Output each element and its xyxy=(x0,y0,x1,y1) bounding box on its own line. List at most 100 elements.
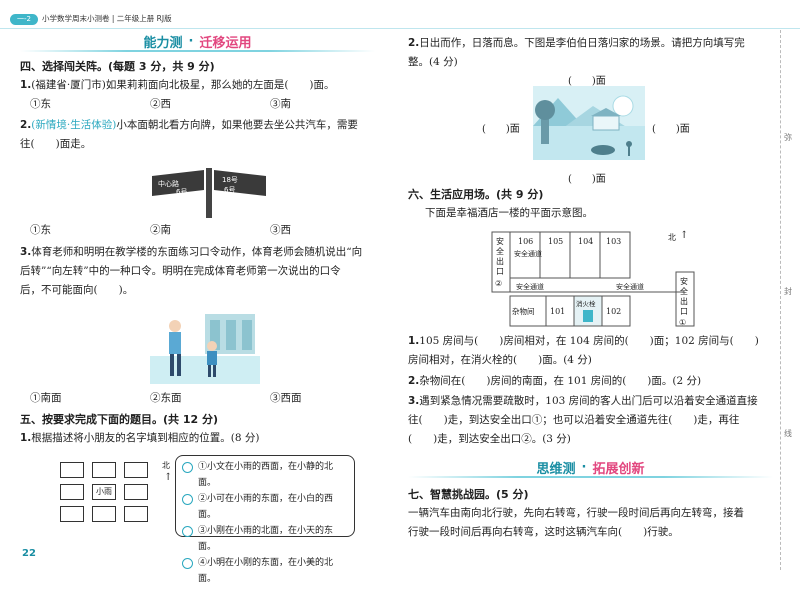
svg-text:口: 口 xyxy=(680,307,688,316)
teacher-student-image xyxy=(150,314,260,384)
svg-text:全: 全 xyxy=(680,286,688,296)
question-4-1: 1.(福建省·厦门市)如果莉莉面向北极星，那么她的左面是( )面。 xyxy=(20,76,380,95)
section7-heading: 七、智慧挑战园。(5 分) xyxy=(408,488,529,501)
passage-right: 安全通道 xyxy=(616,282,644,291)
clue-box: ①小文在小雨的西面，在小静的北面。 ②小可在小雨的东面，在小白的西面。 ③小刚在… xyxy=(175,455,355,584)
passage-left: 安全通道 xyxy=(516,282,544,291)
question-7: 一辆汽车由南向北行驶，先向右转弯，行驶一段时间后再向左转弯，接着 行驶一段时间后… xyxy=(408,504,773,542)
left-banner: 能力测 · 迁移运用 xyxy=(20,32,375,52)
north-arrow-icon: ↑ xyxy=(164,472,173,483)
option-2[interactable]: ②南 xyxy=(150,224,171,236)
question-text-2: 往( )走，到达安全出口①；也可以沿着安全通道先往( )走，再往 xyxy=(408,414,740,426)
option-1[interactable]: ①东 xyxy=(30,224,51,236)
question-text-3: ( )走，到达安全出口②。(3 分) xyxy=(408,433,571,445)
question-number: 1. xyxy=(20,432,32,444)
section6-heading: 六、生活应用场。(共 9 分) xyxy=(408,188,544,201)
question-text: 根据描述将小朋友的名字填到相应的位置。(8 分) xyxy=(31,432,260,444)
svg-text:安: 安 xyxy=(680,276,688,286)
room-103: 103 xyxy=(606,237,621,246)
banner-sub: 迁移运用 xyxy=(199,35,252,51)
exit-right-number: ① xyxy=(679,318,686,327)
question-text-3: 后，不可能面向( )。 xyxy=(20,284,134,296)
banner-sub: 拓展创新 xyxy=(592,461,645,477)
banner-rule xyxy=(20,50,375,52)
room-104: 104 xyxy=(578,237,593,246)
question-text: (福建省·厦门市)如果莉莉面向北极星，那么她的左面是( )面。 xyxy=(31,79,335,91)
question-text: 小本面朝北看方向牌，如果他要去坐公共汽车，需要 xyxy=(116,119,358,131)
exit-left-number: ② xyxy=(495,279,502,288)
options-4-3: ①南面 ②东面 ③西面 xyxy=(30,390,390,405)
name-grid: 小雨 xyxy=(50,462,160,532)
question-number: 3. xyxy=(408,395,420,407)
svg-text:口: 口 xyxy=(496,267,504,276)
banner-dot: · xyxy=(581,459,587,475)
sign-left-2: 6号 xyxy=(176,188,187,196)
name-box[interactable] xyxy=(92,462,116,478)
label-left[interactable]: ( )面 xyxy=(482,124,520,135)
section4-heading: 四、选择闯关阵。(每题 3 分，共 9 分) xyxy=(20,60,215,73)
option-2[interactable]: ②西 xyxy=(150,98,171,110)
banner-rule xyxy=(408,476,773,478)
name-box[interactable] xyxy=(60,462,84,478)
svg-text:出: 出 xyxy=(680,296,688,306)
question-text: 杂物间在( )房间的南面，在 101 房间的( )面。(2 分) xyxy=(419,375,702,387)
question-4-3: 3.体育老师和明明在教学楼的东面练习口令动作，体育老师会随机说出“向 后转”“向… xyxy=(20,243,380,300)
label-bottom[interactable]: ( )面 xyxy=(568,174,606,185)
question-text-2: 往( )面走。 xyxy=(20,138,92,150)
name-box[interactable] xyxy=(60,484,84,500)
options-4-1: ①东 ②西 ③南 xyxy=(30,96,390,111)
label-top[interactable]: ( )面 xyxy=(568,76,606,87)
question-text-2: 行驶一段时间后再向右转弯，这时这辆汽车向( )行驶。 xyxy=(408,526,679,538)
option-1[interactable]: ①南面 xyxy=(30,392,62,404)
name-box[interactable] xyxy=(92,506,116,522)
name-box[interactable] xyxy=(124,484,148,500)
question-number: 2. xyxy=(408,375,420,387)
header-rule xyxy=(0,28,800,29)
name-box[interactable] xyxy=(124,506,148,522)
binding-dashed-line xyxy=(780,30,781,570)
plan-north-label: 北 xyxy=(668,233,676,242)
label-right[interactable]: ( )面 xyxy=(652,124,690,135)
question-number: 2. xyxy=(20,119,32,131)
option-3[interactable]: ③南 xyxy=(270,98,291,110)
option-3[interactable]: ③西 xyxy=(270,224,291,236)
question-text: 一辆汽车由南向北行驶，先向右转弯，行驶一段时间后再向左转弯，接着 xyxy=(408,507,744,519)
header-title: 小学数学周末小测卷 | 二年级上册 RJ版 xyxy=(42,14,172,23)
option-1[interactable]: ①东 xyxy=(30,98,51,110)
question-4-2: 2.(新情境·生活体验)小本面朝北看方向牌，如果他要去坐公共汽车，需要 往( )… xyxy=(20,116,380,154)
clue-item: ④小明在小刚的东面，在小美的北面。 xyxy=(180,555,350,587)
question-text: 遇到紧急情况需要疏散时，103 房间的客人出门后可以沿着安全通道直接 xyxy=(419,395,758,407)
direction-sign-image: 中心路 6号 18号 6号 xyxy=(152,168,266,218)
sign-left-1: 中心路 xyxy=(158,179,179,188)
question-number: 2. xyxy=(408,37,420,49)
question-text-2: 后转”“向左转”中的一种口令。明明在完成体育老师第一次说出的口令 xyxy=(20,265,341,277)
header-tag: 一-2 xyxy=(10,14,38,25)
banner-dot: · xyxy=(188,33,194,49)
hotel-floor-plan: 安 全 出 口 ② 106 105 104 103 安全通道 安全通道 安全通道… xyxy=(491,231,695,327)
north-label: 北 xyxy=(162,461,170,470)
sunset-scene-image xyxy=(533,86,645,160)
room-102: 102 xyxy=(606,307,621,316)
svg-text:出: 出 xyxy=(496,256,504,266)
question-number: 1. xyxy=(408,335,420,347)
question-number: 1. xyxy=(20,79,32,91)
side-label: 弥 xyxy=(784,133,792,142)
room-106: 106 xyxy=(518,237,533,246)
side-label: 线 xyxy=(784,429,792,438)
question-r-2: 2.日出而作，日落而息。下图是李伯伯日落归家的场景。请把方向填写完 整。(4 分… xyxy=(408,34,773,72)
room-storage: 杂物间 xyxy=(512,306,535,316)
question-text: 体育老师和明明在教学楼的东面练习口令动作，体育老师会随机说出“向 xyxy=(31,246,363,258)
name-box[interactable] xyxy=(124,462,148,478)
options-4-2: ①东 ②南 ③西 xyxy=(30,222,390,237)
clue-item: ②小可在小雨的东面，在小白的西面。 xyxy=(180,491,350,523)
sign-right-1: 18号 xyxy=(222,176,238,184)
center-name-box: 小雨 xyxy=(92,484,116,500)
room-101: 101 xyxy=(550,307,565,316)
option-3[interactable]: ③西面 xyxy=(270,392,302,404)
passage-vertical: 安全通道 xyxy=(514,249,542,258)
question-text-2: 整。(4 分) xyxy=(408,56,458,68)
question-6-1: 1.105 房间与( )房间相对，在 104 房间的( )面；102 房间与( … xyxy=(408,332,773,370)
name-box[interactable] xyxy=(60,506,84,522)
option-2[interactable]: ②东面 xyxy=(150,392,182,404)
question-6-2: 2.杂物间在( )房间的南面，在 101 房间的( )面。(2 分) xyxy=(408,372,773,391)
